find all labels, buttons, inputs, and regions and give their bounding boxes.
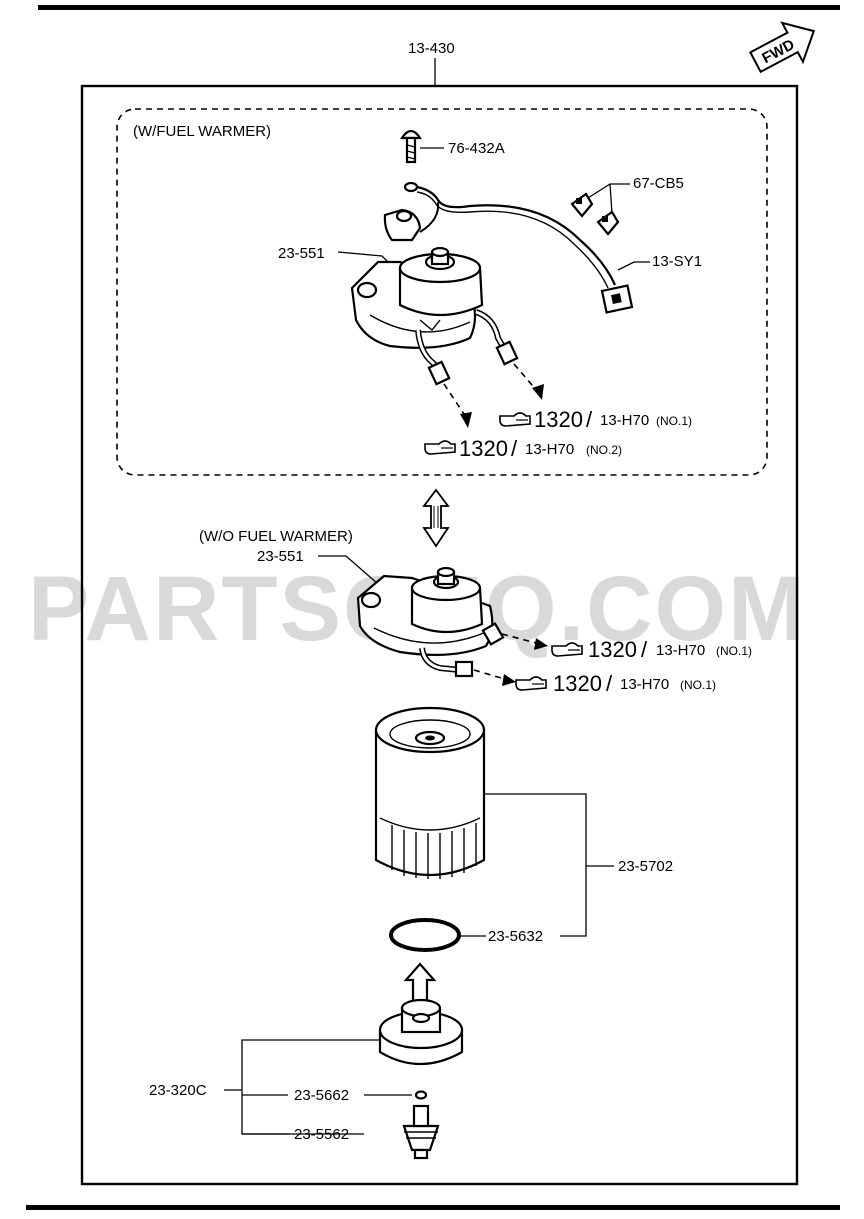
filter-head-without-warmer [356,566,505,678]
ref-number: 1320 [553,671,602,696]
filter-head-with-warmer [337,246,519,386]
drain-valve-assy [378,962,464,1160]
ref-number: 1320 [459,436,508,461]
fuel-warmer-title: (W/FUEL WARMER) [133,123,271,140]
ref-no-warmer-a[interactable]: 1320 / 13-H70 (NO.1) [551,637,752,662]
ref-number: 1320 [588,637,637,662]
ref-separator: / [511,436,518,461]
top-rule [38,5,840,10]
alternative-arrow-icon [422,488,450,548]
pointing-hand-icon [499,412,531,427]
clips-67-CB5 [570,183,630,236]
drain-plug-label: 23-5562 [294,1126,349,1143]
ref-separator: / [606,671,613,696]
screw-label: 76-432A [448,140,505,157]
assembly-frame [80,84,799,1186]
cartridge-label: 23-5702 [618,858,673,875]
drain-assy-label: 23-320C [149,1082,207,1099]
bottom-rule [26,1205,840,1210]
ref-code: 13-H70 [620,676,669,693]
filter-cartridge [374,706,486,879]
ref-warmer-no1[interactable]: 1320 / 13-H70 (NO.1) [499,407,692,432]
drain-bracket [241,1039,380,1135]
housing-label-no-warmer: 23-551 [257,548,304,565]
ref-note: (NO.1) [656,414,692,428]
screw-76-432A [399,129,444,164]
harness-label: 13-SY1 [652,253,702,270]
warmer-harness-13-SY1 [383,181,650,314]
ref-separator: / [641,637,648,662]
ref-code: 13-H70 [656,642,705,659]
cartridge-bracket [484,793,587,937]
ref-note: (NO.1) [716,644,752,658]
housing-label-warmer: 23-551 [278,245,325,262]
fuel-warmer-group [116,108,768,476]
pointing-hand-icon [515,676,547,691]
ref-code: 13-H70 [525,441,574,458]
drain-small-ring-label: 23-5662 [294,1087,349,1104]
o-ring-label: 23-5632 [488,928,543,945]
drain-small-ring [414,1090,428,1100]
ref-separator: / [586,407,593,432]
clip-label: 67-CB5 [633,175,684,192]
pointing-hand-icon [551,642,583,657]
ref-no-warmer-b[interactable]: 1320 / 13-H70 (NO.1) [515,671,716,696]
ref-warmer-no2[interactable]: 1320 / 13-H70 (NO.2) [424,436,622,461]
ref-number: 1320 [534,407,583,432]
top-ref-label: 13-430 [408,40,455,57]
pointing-hand-icon [424,440,456,455]
ref-note: (NO.1) [680,678,716,692]
ref-code: 13-H70 [600,412,649,429]
no-warmer-title: (W/O FUEL WARMER) [199,528,353,545]
ref-note: (NO.2) [586,443,622,457]
fwd-arrow-icon: FWD [748,21,816,74]
o-ring [389,918,461,952]
